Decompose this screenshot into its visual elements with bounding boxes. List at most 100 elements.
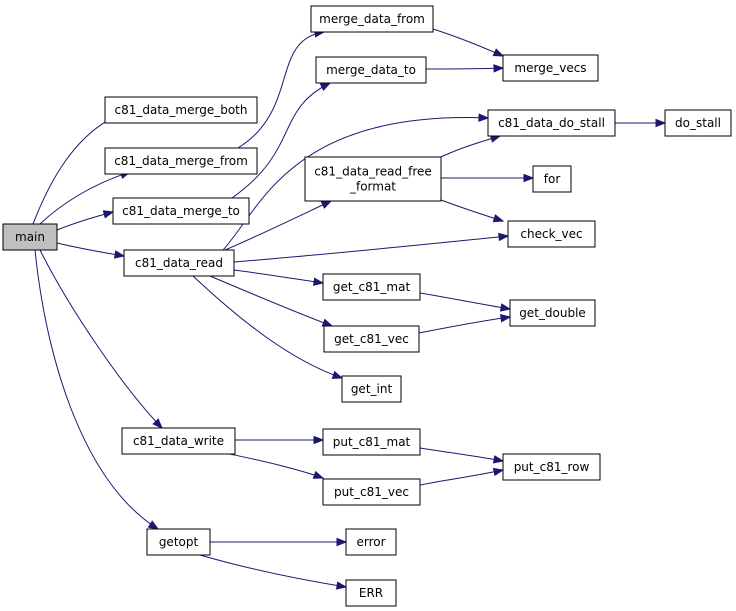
node-label: c81_data_read_free xyxy=(314,165,432,179)
edge-line xyxy=(32,114,119,225)
node-box[interactable] xyxy=(104,96,258,124)
node-label: c81_data_write xyxy=(133,434,224,448)
node-merge-data-from[interactable]: merge_data_from xyxy=(310,5,434,33)
node-label: error xyxy=(356,535,385,549)
node-c81-data-do-stall[interactable]: c81_data_do_stall xyxy=(487,109,616,137)
edge-line xyxy=(419,447,504,462)
node-label: get_c81_mat xyxy=(333,280,411,294)
node-box[interactable] xyxy=(146,528,211,556)
edge-line xyxy=(425,67,504,70)
edge-c81_data_read_free_format-to-check_vec xyxy=(440,199,505,223)
arrowhead-icon xyxy=(335,581,348,590)
edge-getopt-to-ERR xyxy=(199,554,348,590)
node-box[interactable] xyxy=(532,165,572,193)
node-box[interactable] xyxy=(2,223,58,251)
node-label: merge_data_to xyxy=(326,63,416,77)
node-c81-data-merge-to[interactable]: c81_data_merge_to xyxy=(112,197,250,225)
node-box[interactable] xyxy=(322,478,421,506)
node-box[interactable] xyxy=(345,528,397,556)
node-label: merge_data_from xyxy=(319,12,425,26)
node-box[interactable] xyxy=(341,375,402,403)
edge-c81_data_read-to-c81_data_read_free_format xyxy=(224,200,333,251)
arrowhead-icon xyxy=(113,250,126,259)
edge-line xyxy=(231,82,331,199)
node-put-c81-row[interactable]: put_c81_row xyxy=(502,453,601,481)
node-for[interactable]: for xyxy=(532,165,572,193)
node-get-c81-mat[interactable]: get_c81_mat xyxy=(322,273,421,301)
node-box[interactable] xyxy=(121,427,236,455)
node-box[interactable] xyxy=(502,453,601,481)
node-box[interactable] xyxy=(322,428,421,456)
node-box[interactable] xyxy=(507,220,596,248)
node-box[interactable] xyxy=(502,54,599,82)
node-label: put_c81_vec xyxy=(334,485,409,499)
edge-c81_data_read_free_format-to-for xyxy=(441,173,535,183)
node-c81-data-merge-from[interactable]: c81_data_merge_from xyxy=(104,147,258,175)
arrowhead-icon xyxy=(523,173,535,183)
node-label: c81_data_read xyxy=(135,256,223,270)
node-label: main xyxy=(15,230,45,244)
edge-line xyxy=(34,249,159,530)
node-check-vec[interactable]: check_vec xyxy=(507,220,596,248)
edge-c81_data_read-to-c81_data_do_stall xyxy=(222,113,490,251)
edge-get_c81_vec-to-get_double xyxy=(418,314,512,334)
node-box[interactable] xyxy=(487,109,616,137)
node-box[interactable] xyxy=(112,197,250,225)
edge-line xyxy=(432,28,504,57)
edge-c81_data_read_free_format-to-c81_data_do_stall xyxy=(440,134,502,158)
node-get-c81-vec[interactable]: get_c81_vec xyxy=(323,325,420,353)
edge-line xyxy=(224,200,332,251)
edge-line xyxy=(440,199,504,222)
node-main[interactable]: main xyxy=(2,223,58,251)
edge-line xyxy=(233,269,324,284)
arrowhead-icon xyxy=(312,470,325,479)
edge-main-to-c81_data_read xyxy=(56,242,126,259)
node-label: getopt xyxy=(159,535,199,549)
node-put-c81-vec[interactable]: put_c81_vec xyxy=(322,478,421,506)
arrowhead-icon xyxy=(312,277,325,286)
node-box[interactable] xyxy=(323,325,420,353)
edge-line xyxy=(39,171,131,225)
function-nodes: main c81_data_merge_both c81_data_merge_fr… xyxy=(2,5,732,607)
node-c81-data-write[interactable]: c81_data_write xyxy=(121,427,236,455)
node-box[interactable] xyxy=(664,109,732,137)
arrowhead-icon xyxy=(331,370,344,379)
node-merge-data-to[interactable]: merge_data_to xyxy=(315,56,427,84)
node-label: get_double xyxy=(519,306,586,320)
node-c81-data-merge-both[interactable]: c81_data_merge_both xyxy=(104,96,258,124)
node-box[interactable] xyxy=(310,5,434,33)
arrowhead-icon xyxy=(478,113,490,122)
node-box[interactable] xyxy=(123,249,235,277)
call-edges xyxy=(32,28,667,590)
node-box[interactable] xyxy=(345,579,397,607)
edge-c81_data_read-to-get_int xyxy=(192,275,344,379)
node-box[interactable] xyxy=(104,147,258,175)
node-get-int[interactable]: get_int xyxy=(341,375,402,403)
edge-line xyxy=(418,316,511,334)
node-c81-data-read[interactable]: c81_data_read xyxy=(123,249,235,277)
edge-line xyxy=(419,469,504,486)
node-ERR[interactable]: ERR xyxy=(345,579,397,607)
node-label: for xyxy=(544,172,561,186)
node-get-double[interactable]: get_double xyxy=(509,299,596,327)
node-getopt[interactable]: getopt xyxy=(146,528,211,556)
edge-c81_data_read-to-get_c81_vec xyxy=(209,275,334,327)
node-put-c81-mat[interactable]: put_c81_mat xyxy=(322,428,421,456)
node-c81-data-read-free-format[interactable]: c81_data_read_free_format xyxy=(304,156,442,202)
edge-line xyxy=(222,117,489,251)
node-merge-vecs[interactable]: merge_vecs xyxy=(502,54,599,82)
arrowhead-icon xyxy=(492,48,505,57)
arrowhead-icon xyxy=(492,455,505,464)
arrowhead-icon xyxy=(493,64,505,73)
node-label: check_vec xyxy=(520,227,582,241)
node-box[interactable] xyxy=(509,299,596,327)
node-box[interactable] xyxy=(322,273,421,301)
edge-line xyxy=(199,554,347,588)
node-do-stall[interactable]: do_stall xyxy=(664,109,732,137)
node-error[interactable]: error xyxy=(345,528,397,556)
node-box[interactable] xyxy=(304,156,442,202)
arrowhead-icon xyxy=(492,214,505,223)
node-box[interactable] xyxy=(315,56,427,84)
edge-main-to-c81_data_merge_to xyxy=(56,210,115,231)
